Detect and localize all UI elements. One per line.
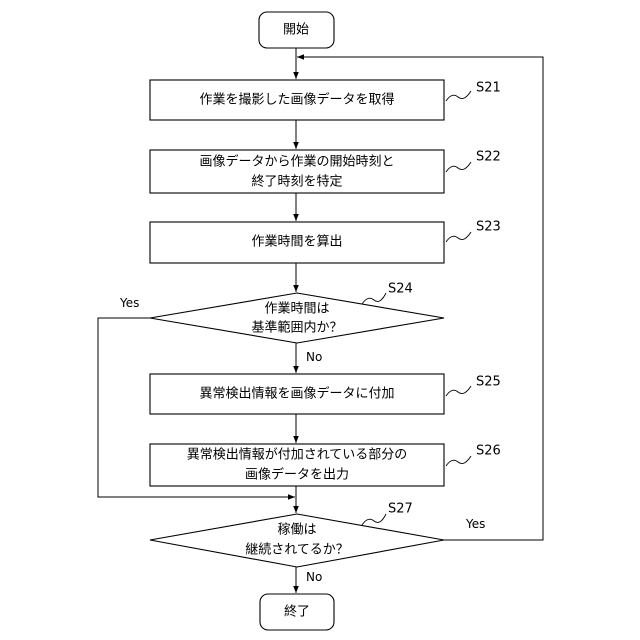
step-label-s22: S22 [476,150,501,165]
leader-s26 [446,456,471,466]
step-label-s25: S25 [476,375,501,390]
process-text-s25: 異常検出情報を画像データに付加 [199,386,394,402]
leader-s25 [446,386,471,396]
decision-text-s24-line1: 作業時間は [264,301,329,317]
s24-yes-label: Yes [119,296,139,310]
step-label-s24: S24 [388,282,413,297]
s27-no-label: No [306,570,322,584]
end-label: 終了 [284,604,310,620]
step-label-s26: S26 [476,444,501,459]
process-text-s22-line2: 終了時刻を特定 [251,174,342,190]
start-label: 開始 [283,23,309,38]
process-text-s26-line2: 画像データを出力 [245,467,349,483]
leader-s22 [446,162,471,172]
process-text-s21: 作業を撮影した画像データを取得 [199,92,394,108]
process-text-s26-line1: 異常検出情報が付加されている部分の [187,448,408,463]
process-text-s23: 作業時間を算出 [251,234,342,250]
leader-s27 [362,514,386,525]
step-label-s23: S23 [476,220,501,235]
process-text-s22-line1: 画像データから作業の開始時刻と [199,154,394,170]
step-label-s27: S27 [388,502,413,517]
leader-s21 [446,91,471,101]
decision-text-s24-line2: 基準範囲内か？ [251,320,342,336]
leader-s24 [362,293,386,304]
leader-s23 [446,232,471,242]
decision-diamond-s24 [150,293,444,343]
s27-yes-label: Yes [465,517,485,531]
step-label-s21: S21 [476,81,501,96]
s24-no-label: No [306,350,322,364]
decision-text-s27-line1: 稼働は [277,523,316,538]
decision-text-s27-line2: 継続されてるか？ [245,543,349,558]
